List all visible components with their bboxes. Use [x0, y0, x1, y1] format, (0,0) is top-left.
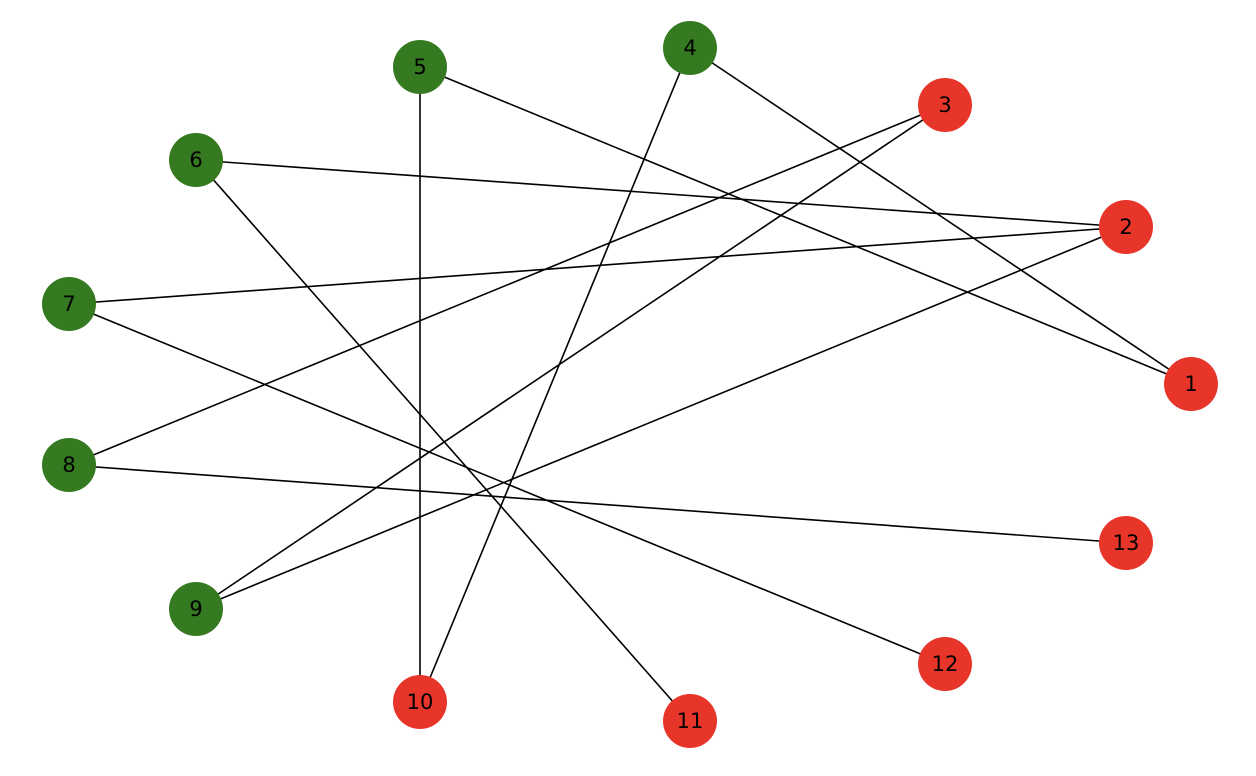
edge-6-2	[195, 159, 1127, 228]
edge-6-11	[195, 159, 691, 722]
node-label-9: 9	[189, 597, 202, 621]
edge-8-13	[68, 464, 1127, 544]
node-7: 7	[42, 277, 96, 331]
node-circle-13	[1099, 516, 1153, 570]
node-label-11: 11	[677, 709, 704, 733]
node-label-8: 8	[62, 453, 75, 477]
node-label-1: 1	[1184, 372, 1197, 396]
node-label-2: 2	[1119, 215, 1132, 239]
node-circle-9	[169, 582, 223, 636]
node-circle-10	[393, 675, 447, 729]
edge-9-3	[195, 104, 946, 610]
node-8: 8	[42, 438, 96, 492]
edge-7-2	[68, 226, 1127, 305]
node-label-12: 12	[932, 652, 959, 676]
node-circle-11	[663, 694, 717, 748]
node-12: 12	[918, 637, 972, 691]
node-label-5: 5	[413, 55, 426, 79]
edge-4-1	[689, 47, 1192, 385]
node-6: 6	[169, 133, 223, 187]
node-circle-6	[169, 133, 223, 187]
node-1: 1	[1164, 357, 1218, 411]
edge-5-1	[419, 66, 1192, 385]
node-circle-4	[663, 21, 717, 75]
node-9: 9	[169, 582, 223, 636]
node-circle-1	[1164, 357, 1218, 411]
node-11: 11	[663, 694, 717, 748]
edge-8-3	[68, 104, 946, 466]
node-circle-5	[393, 40, 447, 94]
node-3: 3	[918, 78, 972, 132]
node-label-6: 6	[189, 148, 202, 172]
node-circle-8	[42, 438, 96, 492]
node-circle-12	[918, 637, 972, 691]
edge-9-2	[195, 226, 1127, 610]
node-label-3: 3	[938, 93, 951, 117]
node-2: 2	[1099, 200, 1153, 254]
edge-4-10	[419, 47, 691, 703]
edge-7-12	[68, 303, 946, 665]
node-label-4: 4	[683, 36, 696, 60]
node-13: 13	[1099, 516, 1153, 570]
node-circle-2	[1099, 200, 1153, 254]
node-circle-3	[918, 78, 972, 132]
node-label-10: 10	[407, 690, 434, 714]
node-label-7: 7	[62, 292, 75, 316]
node-label-13: 13	[1113, 531, 1140, 555]
edges-layer	[68, 47, 1192, 722]
node-circle-7	[42, 277, 96, 331]
node-5: 5	[393, 40, 447, 94]
node-10: 10	[393, 675, 447, 729]
node-4: 4	[663, 21, 717, 75]
